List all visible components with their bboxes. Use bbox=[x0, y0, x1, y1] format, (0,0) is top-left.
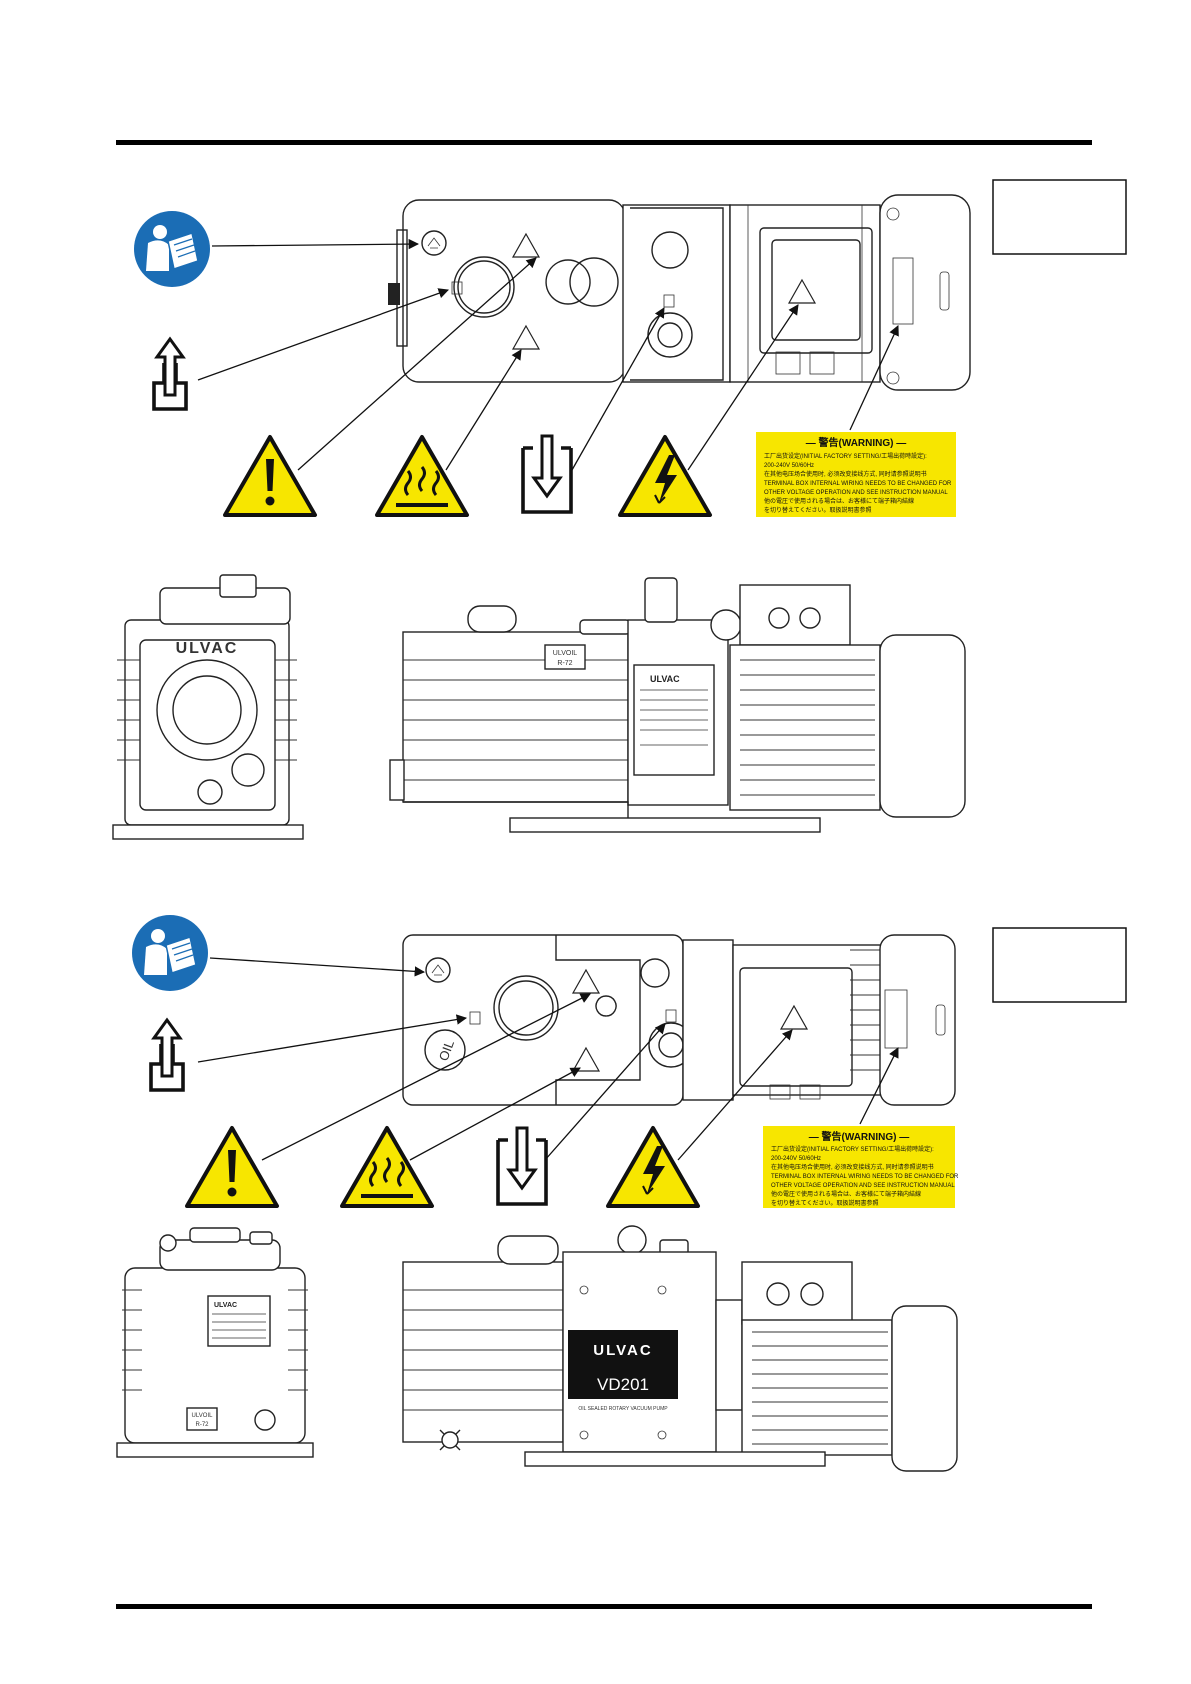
warning-line-1-5: 他の電圧で使用される場合は、お客様にて端子箱内結線 bbox=[764, 497, 914, 505]
ulvoil-grade-side-1: R-72 bbox=[557, 660, 572, 667]
brand-text-side-2: ULVAC bbox=[593, 1342, 652, 1359]
warning-line-1-3: TERMINAL BOX INTERNAL WIRING NEEDS TO BE… bbox=[764, 481, 952, 487]
warning-line-2-5: 他の電圧で使用される場合は、お客様にて端子箱内結線 bbox=[771, 1190, 921, 1198]
ulvoil-text-end-2: ULVOIL bbox=[192, 1413, 214, 1419]
oil-fill-icon bbox=[149, 1018, 185, 1092]
oil-text: OIL bbox=[436, 1038, 457, 1063]
oil-drain-icon bbox=[496, 1126, 548, 1206]
reference-box-top bbox=[992, 179, 1127, 255]
warning-line-1-6: を切り替えてください。取扱説明書参照 bbox=[764, 506, 872, 514]
pump-end-view-1: ULVAC bbox=[112, 574, 304, 840]
warning-label-2: — 警告(WARNING) — 工厂出货设定(INITIAL FACTORY S… bbox=[763, 1126, 959, 1208]
ulvoil-text-side-1: ULVOIL bbox=[553, 650, 577, 657]
electric-shock-icon bbox=[620, 437, 710, 515]
read-manual-icon bbox=[133, 210, 211, 288]
warning-label-1: — 警告(WARNING) — 工厂出货设定(INITIAL FACTORY S… bbox=[756, 432, 956, 517]
read-manual-icon bbox=[131, 914, 209, 992]
pump-top-view-1 bbox=[388, 194, 971, 391]
header-rule bbox=[116, 140, 1092, 145]
warning-line-2-2: 在其他电压场合使用时, 必须改变接线方式, 同时请参照说明书 bbox=[771, 1163, 934, 1171]
general-warning-icon bbox=[187, 1128, 277, 1206]
warning-title-1: — 警告(WARNING) — bbox=[806, 436, 907, 449]
footer-rule bbox=[116, 1604, 1092, 1609]
warning-line-1-4: OTHER VOLTAGE OPERATION AND SEE INSTRUCT… bbox=[764, 490, 948, 496]
hot-surface-icon bbox=[342, 1128, 432, 1206]
warning-line-1-2: 在其他电压场合使用时, 必须改变接线方式, 同时请参照说明书 bbox=[764, 470, 927, 478]
brand-text-nameplate-end: ULVAC bbox=[214, 1302, 237, 1309]
oil-fill-icon bbox=[152, 337, 188, 411]
general-warning-icon bbox=[225, 437, 315, 515]
model-text: VD201 bbox=[597, 1375, 649, 1394]
leader-lines-2 bbox=[197, 957, 899, 1161]
warning-line-1-0: 工厂出货设定(INITIAL FACTORY SETTING/工場出荷時設定): bbox=[764, 452, 927, 460]
warning-title-2: — 警告(WARNING) — bbox=[809, 1130, 910, 1143]
pump-top-view-2: OIL bbox=[402, 934, 956, 1106]
warning-line-2-4: OTHER VOLTAGE OPERATION AND SEE INSTRUCT… bbox=[771, 1183, 955, 1189]
pump-side-view-2: ULVAC VD201 OIL SEALED ROTARY VACUUM PUM… bbox=[402, 1225, 958, 1472]
warning-line-2-3: TERMINAL BOX INTERNAL WIRING NEEDS TO BE… bbox=[771, 1174, 959, 1180]
brand-text-end-view: ULVAC bbox=[176, 640, 239, 657]
pump-side-view-1: ULVOIL R-72 ULVAC bbox=[389, 577, 966, 833]
warning-line-2-1: 200-240V 50/60Hz bbox=[771, 1156, 821, 1162]
leader-lines-1 bbox=[197, 238, 899, 471]
ulvoil-grade-end-2: R-72 bbox=[195, 1422, 209, 1428]
warning-line-2-0: 工厂出货设定(INITIAL FACTORY SETTING/工場出荷時設定): bbox=[771, 1145, 934, 1153]
warning-line-2-6: を切り替えてください。取扱説明書参照 bbox=[771, 1199, 879, 1207]
hot-surface-icon bbox=[377, 437, 467, 515]
warning-line-1-1: 200-240V 50/60Hz bbox=[764, 463, 814, 469]
electric-shock-icon bbox=[608, 1128, 698, 1206]
pump-end-view-2: ULVAC ULVOIL R-72 bbox=[116, 1227, 314, 1458]
reference-box-bottom bbox=[992, 927, 1127, 1003]
oil-drain-icon bbox=[521, 434, 573, 514]
brand-text-nameplate-1: ULVAC bbox=[650, 674, 680, 684]
model-subtitle-text: OIL SEALED ROTARY VACUUM PUMP bbox=[578, 1406, 668, 1412]
